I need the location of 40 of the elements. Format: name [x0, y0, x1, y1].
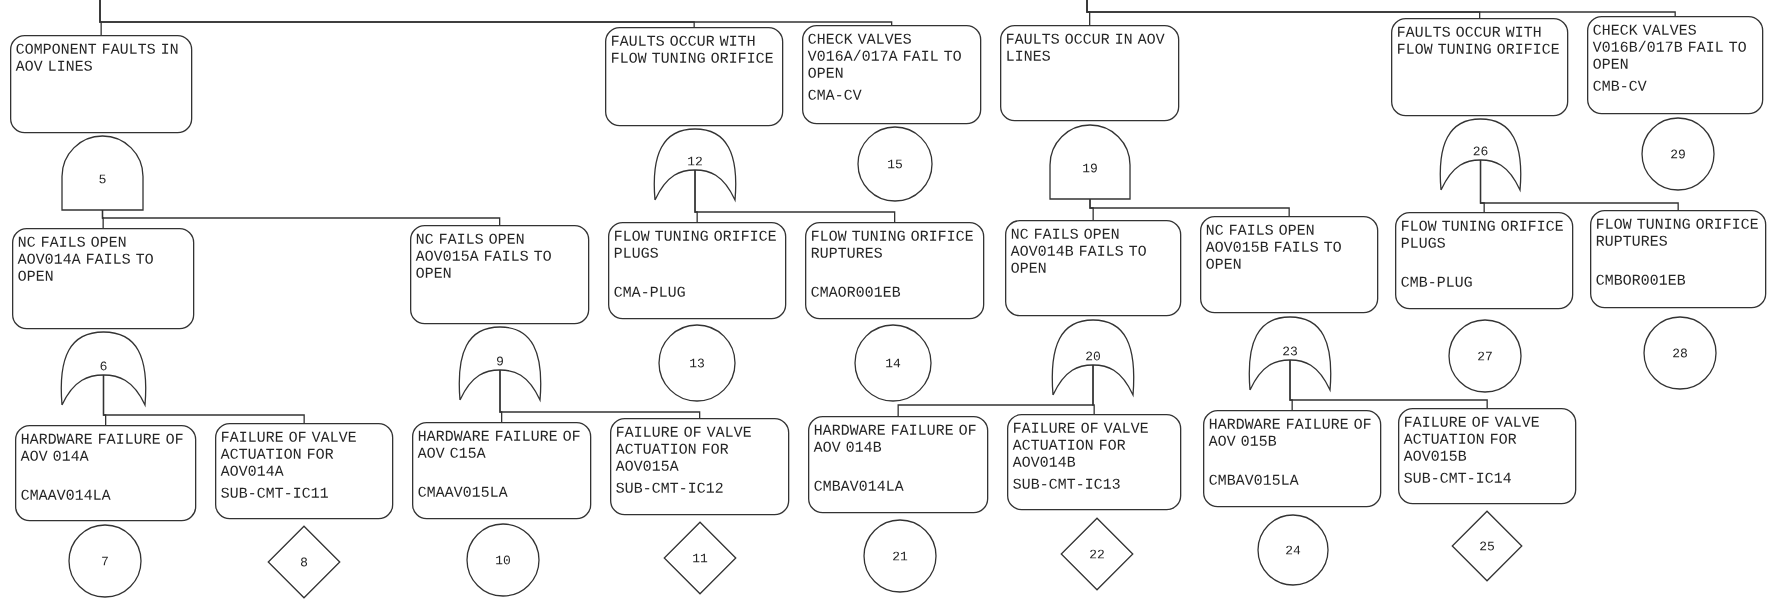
- event-box: FAILURE OF VALVE ACTUATION FOR AOV015B SUB-CMT-IC14: [1398, 408, 1577, 505]
- event-box: FLOW TUNING ORIFICE PLUGS CMA-PLUG: [608, 222, 787, 320]
- event-box: HARDWARE FAILURE OF AOV 015B CMBAV015LA: [1203, 410, 1382, 508]
- connector-line: [1086, 0, 1676, 17]
- event-box: FLOW TUNING ORIFICE RUPTURES CMAOR001EB: [805, 222, 985, 320]
- connector-line: [1089, 198, 1290, 217]
- event-box: FLOW TUNING ORIFICE PLUGS CMB-PLUG: [1395, 212, 1574, 310]
- or-gate: 26: [1439, 118, 1522, 191]
- event-box: NC FAILS OPEN AOV015B FAILS TO OPEN: [1200, 216, 1379, 314]
- event-box: FAULTS OCCUR IN AOV LINES: [1000, 25, 1180, 122]
- event-box: NC FAILS OPEN AOV014B FAILS TO OPEN: [1005, 220, 1182, 317]
- connector-line: [499, 369, 701, 419]
- connector-line: [1479, 159, 1679, 211]
- connector-line: [1092, 364, 1095, 415]
- or-gate: 20: [1051, 319, 1135, 396]
- event-box: NC FAILS OPEN AOV014A FAILS TO OPEN: [12, 228, 195, 330]
- event-box: HARDWARE FAILURE OF AOV 014B CMBAV014LA: [808, 416, 989, 514]
- and-gate: 19: [1049, 124, 1131, 200]
- or-gate: 12: [653, 128, 737, 201]
- or-gate: 23: [1248, 316, 1332, 391]
- connector-line: [694, 169, 896, 223]
- event-box: FAILURE OF VALVE ACTUATION FOR AOV015A SUB-CMT-IC12: [610, 418, 790, 516]
- event-box: CHECK VALVES V016B/017B FAIL TO OPEN CMB-CV: [1587, 16, 1764, 115]
- event-box: COMPONENT FAULTS IN AOV LINES: [10, 35, 193, 134]
- event-box: HARDWARE FAILURE OF AOV C15A CMAAV015LA: [412, 422, 592, 520]
- or-gate: 6: [60, 331, 147, 406]
- event-box: NC FAILS OPEN AOV015A FAILS TO OPEN: [410, 225, 590, 325]
- or-gate: 9: [458, 326, 542, 401]
- connector-line: [102, 374, 305, 424]
- event-box: FAILURE OF VALVE ACTUATION FOR AOV014B SUB-CMT-IC13: [1007, 414, 1182, 511]
- and-gate: 5: [61, 135, 144, 211]
- event-box: FAULTS OCCUR WITH FLOW TUNING ORIFICE: [1391, 18, 1569, 117]
- connector-line: [1289, 359, 1488, 409]
- event-box: FLOW TUNING ORIFICE RUPTURES CMBOR001EB: [1590, 210, 1767, 309]
- event-box: FAILURE OF VALVE ACTUATION FOR AOV014A SUB-CMT-IC11: [215, 423, 394, 520]
- event-box: CHECK VALVES V016A/017A FAIL TO OPEN CMA-CV: [802, 25, 982, 125]
- event-box: HARDWARE FAILURE OF AOV 014A CMAAV014LA: [15, 425, 197, 522]
- connector-line: [101, 209, 501, 226]
- event-box: FAULTS OCCUR WITH FLOW TUNING ORIFICE: [605, 27, 784, 127]
- connector-line: [99, 0, 893, 26]
